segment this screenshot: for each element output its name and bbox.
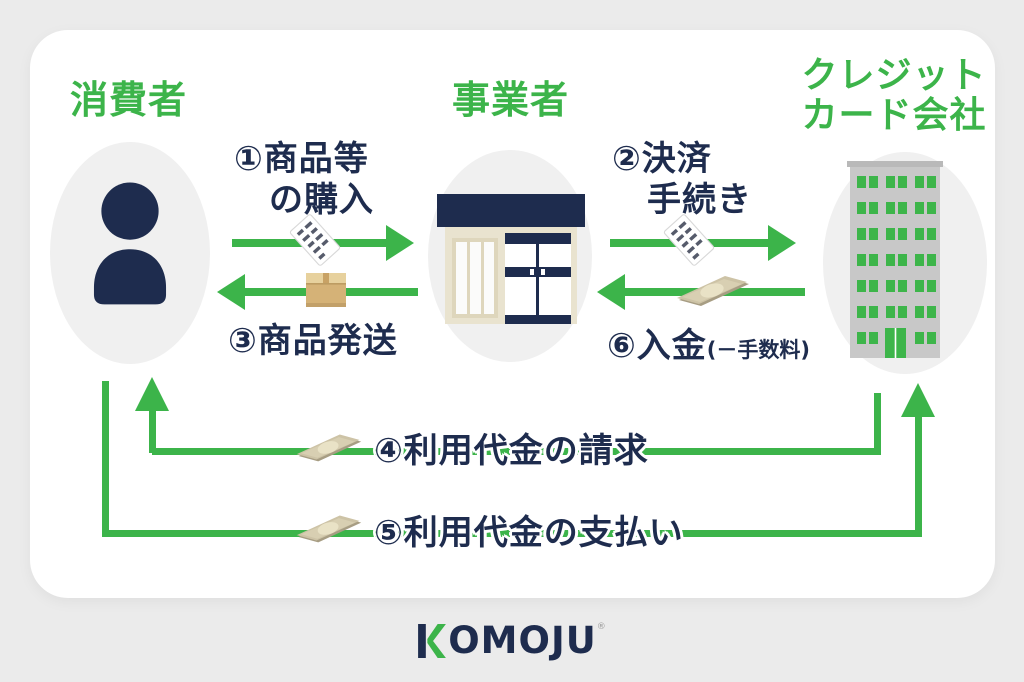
arrow-deposit-head: [597, 274, 625, 310]
label-step6-deposit: ⑥入金 (－手数料): [607, 318, 810, 367]
banknote-icon-deposit: [677, 276, 749, 306]
komoju-wordmark: OMOJU: [448, 619, 597, 662]
billing-arrow-up-head: [135, 377, 169, 411]
komoju-logo: OMOJU ®: [0, 620, 1024, 662]
arrow-purchase-head: [386, 225, 414, 261]
banknote-icon-billing: [296, 434, 362, 462]
billing-line-horizontal: [152, 448, 881, 455]
payment-arrow-up-head: [901, 383, 935, 417]
office-building-icon: [847, 161, 943, 358]
storefront-icon: [437, 194, 585, 324]
label-step6-main: ⑥入金: [607, 326, 707, 366]
card-company-title-line2: カード会社: [801, 95, 987, 136]
person-icon: [93, 182, 167, 305]
payment-line-horizontal: [102, 530, 922, 537]
komoju-k-mark: [418, 624, 447, 658]
merchant-title: 事業者: [452, 78, 570, 122]
package-box-icon: [306, 273, 346, 307]
payment-line-right-vertical: [915, 413, 922, 537]
card-company-title-line1: クレジット: [801, 55, 987, 96]
card-company-title: クレジットカード会社: [789, 56, 999, 136]
label-step2-settlement: ②決済 手続き: [612, 139, 752, 220]
label-step6-note: (－手数料): [706, 338, 810, 362]
label-step3-shipping: ③商品発送: [228, 321, 398, 361]
receipt-icon-settlement: [663, 214, 715, 266]
billing-line-right-vertical: [874, 393, 881, 455]
label-step1-purchase: ①商品等 の購入: [234, 139, 374, 220]
billing-line-left-vertical: [149, 408, 156, 453]
label-step4-billing: ④利用代金の請求: [374, 431, 649, 471]
label-step5-payment: ⑤利用代金の支払い: [374, 513, 684, 553]
receipt-icon-purchase: [289, 214, 341, 266]
registered-mark: ®: [596, 622, 606, 632]
banknote-icon-payment: [296, 515, 362, 543]
consumer-title: 消費者: [70, 78, 188, 122]
arrow-shipping-head: [217, 274, 245, 310]
arrow-settlement-head: [768, 225, 796, 261]
payment-line-left-vertical: [102, 381, 109, 537]
